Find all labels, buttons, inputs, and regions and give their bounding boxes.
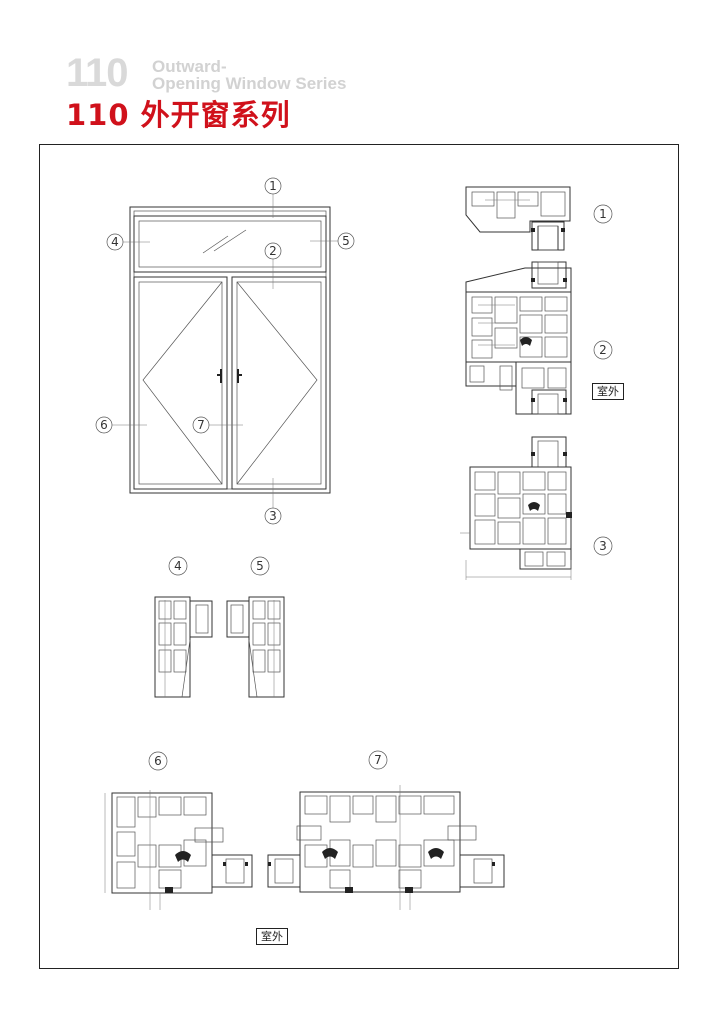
section-2-drawing xyxy=(465,261,572,415)
section-1-callout-text: 1 xyxy=(599,207,607,221)
section-5-drawing xyxy=(226,596,285,698)
callout-4-text: 4 xyxy=(111,235,119,249)
exterior-label-bottom: 室外 xyxy=(256,928,288,945)
section-7-drawing xyxy=(267,785,505,910)
section-1-callout: 1 xyxy=(593,204,613,224)
section-4-drawing xyxy=(154,596,213,698)
section-6-callout-text: 6 xyxy=(154,754,162,768)
english-title-line2: Opening Window Series xyxy=(152,74,347,93)
callout-6: 6 xyxy=(95,416,147,434)
section-4-callout: 4 xyxy=(168,556,188,576)
section-2-callout: 2 xyxy=(593,340,613,360)
callout-1-text: 1 xyxy=(269,179,277,193)
callout-2-text: 2 xyxy=(269,244,277,258)
callout-6-text: 6 xyxy=(100,418,108,432)
section-1-drawing xyxy=(465,186,571,251)
callout-5: 5 xyxy=(310,232,355,250)
callout-1: 1 xyxy=(264,177,282,218)
series-english-title: Outward- Opening Window Series xyxy=(152,58,346,92)
section-2-callout-text: 2 xyxy=(599,343,607,357)
drawing-frame xyxy=(39,144,679,969)
section-6-callout: 6 xyxy=(148,751,168,771)
section-3-callout-text: 3 xyxy=(599,539,607,553)
series-number: 110 xyxy=(66,51,129,95)
section-4-callout-text: 4 xyxy=(174,559,182,573)
callout-7: 7 xyxy=(192,416,243,434)
section-3-drawing xyxy=(460,436,572,580)
callout-7-text: 7 xyxy=(197,418,205,432)
english-title-line1: Outward- xyxy=(152,57,227,76)
callout-2: 2 xyxy=(264,242,282,289)
section-5-callout-text: 5 xyxy=(256,559,264,573)
callout-5-text: 5 xyxy=(342,234,350,248)
exterior-label-right: 室外 xyxy=(592,383,624,400)
section-7-callout: 7 xyxy=(368,750,388,770)
chinese-title: 110 外开窗系列 xyxy=(66,98,291,132)
section-7-callout-text: 7 xyxy=(374,753,382,767)
callout-3: 3 xyxy=(264,478,282,525)
window-elevation: 1 2 3 4 5 6 7 xyxy=(95,177,355,525)
section-3-callout: 3 xyxy=(593,536,613,556)
callout-4: 4 xyxy=(106,233,150,251)
section-5-callout: 5 xyxy=(250,556,270,576)
section-6-drawing xyxy=(104,790,253,910)
callout-3-text: 3 xyxy=(269,509,277,523)
